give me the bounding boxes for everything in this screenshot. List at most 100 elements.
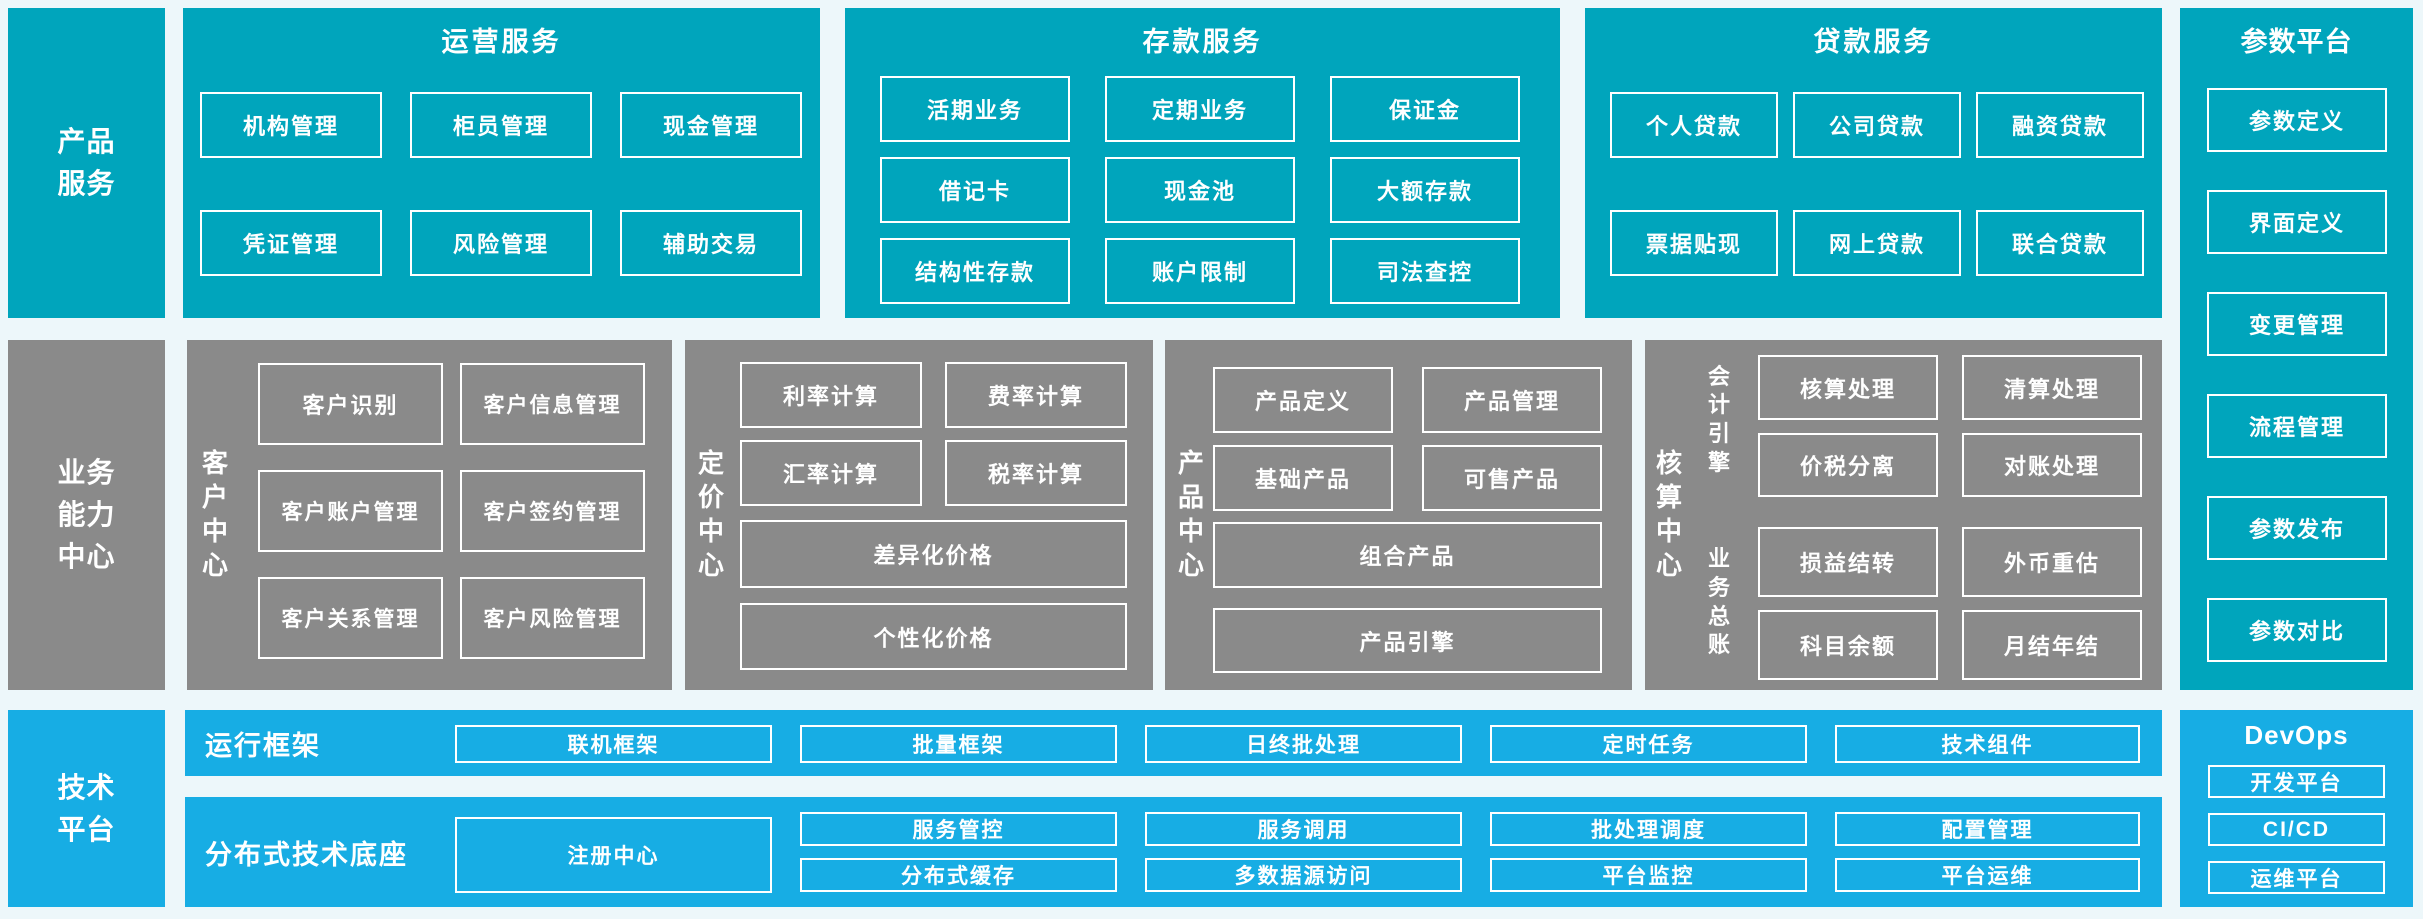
diagram-box: 日终批处理 [1145, 725, 1462, 763]
diagram-box: 客户签约管理 [460, 470, 645, 552]
diagram-box: 网上贷款 [1793, 210, 1961, 276]
diagram-box: 费率计算 [945, 362, 1127, 428]
bar-label: 分布式技术底座 [205, 839, 408, 870]
section-title: 参数平台 [2240, 27, 2353, 57]
diagram-box: 汇率计算 [740, 440, 922, 506]
diagram-box: 联机框架 [455, 725, 772, 763]
diagram-box: 参数发布 [2207, 496, 2387, 560]
diagram-box: 分布式缓存 [800, 858, 1117, 892]
row-label-business-capability-center: 业务 能力 中心 [8, 340, 165, 690]
section-distributed-base: 分布式技术底座 注册中心 服务管控 分布式缓存 服务调用 多数据源访问 批处理调… [185, 797, 2162, 907]
diagram-box: 机构管理 [200, 92, 382, 158]
diagram-box: 税率计算 [945, 440, 1127, 506]
diagram-box: 服务调用 [1145, 812, 1462, 846]
section-vertical-label: 产品中心 [1169, 340, 1213, 690]
section-customer-center: 客户中心 客户识别 客户信息管理 客户账户管理 客户签约管理 客户关系管理 客户… [187, 340, 672, 690]
diagram-box: 大额存款 [1330, 157, 1520, 223]
bar-label: 运行框架 [205, 730, 321, 761]
section-vertical-label-text: 产品中心 [1177, 448, 1204, 580]
diagram-box: 保证金 [1330, 76, 1520, 142]
group-vertical-label-text: 会计引擎 [1707, 363, 1730, 475]
diagram-box: 客户识别 [258, 363, 443, 445]
section-vertical-label: 定价中心 [689, 340, 733, 690]
diagram-box: 损益结转 [1758, 527, 1938, 597]
section-product-center: 产品中心 产品定义 产品管理 基础产品 可售产品 组合产品 产品引擎 [1165, 340, 1632, 690]
diagram-box: 界面定义 [2207, 190, 2387, 254]
row-label-tech-platform-text: 技术 平台 [57, 771, 116, 845]
diagram-box: 基础产品 [1213, 445, 1393, 511]
section-vertical-label-text: 定价中心 [697, 448, 724, 580]
diagram-box: 客户风险管理 [460, 577, 645, 659]
section-title: 存款服务 [1142, 27, 1263, 57]
diagram-box: 客户账户管理 [258, 470, 443, 552]
diagram-box: 产品管理 [1422, 367, 1602, 433]
diagram-box: 柜员管理 [410, 92, 592, 158]
group-vertical-label-accounting-engine: 会计引擎 [1701, 350, 1737, 490]
diagram-box: 流程管理 [2207, 394, 2387, 458]
diagram-box: 价税分离 [1758, 433, 1938, 497]
group-vertical-label-text: 业务总账 [1707, 546, 1730, 658]
diagram-box: 客户关系管理 [258, 577, 443, 659]
diagram-box: 参数对比 [2207, 598, 2387, 662]
section-vertical-label: 客户中心 [193, 340, 237, 690]
section-parameter-platform: 参数平台 参数定义 界面定义 变更管理 流程管理 参数发布 参数对比 [2180, 8, 2413, 690]
diagram-box: 风险管理 [410, 210, 592, 276]
row-label-tech-platform: 技术 平台 [8, 710, 165, 907]
diagram-box: 注册中心 [455, 817, 772, 893]
diagram-box: 现金池 [1105, 157, 1295, 223]
diagram-box: 联合贷款 [1976, 210, 2144, 276]
diagram-box: 活期业务 [880, 76, 1070, 142]
diagram-box: 个人贷款 [1610, 92, 1778, 158]
diagram-box: 核算处理 [1758, 355, 1938, 420]
section-loan-services: 贷款服务 个人贷款 公司贷款 融资贷款 票据贴现 网上贷款 联合贷款 [1585, 8, 2162, 318]
diagram-box: 月结年结 [1962, 610, 2142, 680]
diagram-box: 对账处理 [1962, 433, 2142, 497]
section-devops: DevOps 开发平台 CI/CD 运维平台 [2180, 710, 2413, 907]
diagram-box: 配置管理 [1835, 812, 2140, 846]
diagram-box: 票据贴现 [1610, 210, 1778, 276]
diagram-box: 利率计算 [740, 362, 922, 428]
diagram-box: 运维平台 [2208, 861, 2385, 894]
diagram-box: 平台监控 [1490, 858, 1807, 892]
diagram-box: 产品定义 [1213, 367, 1393, 433]
section-title: DevOps [2244, 720, 2349, 750]
diagram-box: 开发平台 [2208, 765, 2385, 798]
section-vertical-label-text: 客户中心 [201, 448, 228, 580]
diagram-box: 技术组件 [1835, 725, 2140, 763]
diagram-box: 批处理调度 [1490, 812, 1807, 846]
diagram-box: CI/CD [2208, 813, 2385, 846]
diagram-box: 参数定义 [2207, 88, 2387, 152]
diagram-box: 现金管理 [620, 92, 802, 158]
diagram-box: 科目余额 [1758, 610, 1938, 680]
diagram-box: 司法查控 [1330, 238, 1520, 304]
diagram-box: 产品引擎 [1213, 608, 1602, 673]
diagram-box: 可售产品 [1422, 445, 1602, 511]
diagram-box: 清算处理 [1962, 355, 2142, 420]
section-vertical-label: 核算中心 [1647, 340, 1691, 690]
diagram-box: 融资贷款 [1976, 92, 2144, 158]
diagram-box: 定时任务 [1490, 725, 1807, 763]
diagram-box: 组合产品 [1213, 522, 1602, 588]
diagram-box: 定期业务 [1105, 76, 1295, 142]
diagram-box: 外币重估 [1962, 527, 2142, 597]
section-operations-services: 运营服务 机构管理 柜员管理 现金管理 凭证管理 风险管理 辅助交易 [183, 8, 820, 318]
section-runtime-framework: 运行框架 联机框架 批量框架 日终批处理 定时任务 技术组件 [185, 710, 2162, 776]
diagram-box: 账户限制 [1105, 238, 1295, 304]
row-label-product-services-text: 产品 服务 [57, 126, 116, 199]
diagram-box: 公司贷款 [1793, 92, 1961, 158]
diagram-box: 多数据源访问 [1145, 858, 1462, 892]
diagram-box: 批量框架 [800, 725, 1117, 763]
section-pricing-center: 定价中心 利率计算 费率计算 汇率计算 税率计算 差异化价格 个性化价格 [685, 340, 1153, 690]
section-title: 运营服务 [441, 27, 562, 57]
diagram-box: 平台运维 [1835, 858, 2140, 892]
section-deposit-services: 存款服务 活期业务 定期业务 保证金 借记卡 现金池 大额存款 结构性存款 账户… [845, 8, 1560, 318]
diagram-box: 服务管控 [800, 812, 1117, 846]
section-title: 贷款服务 [1813, 27, 1934, 57]
diagram-box: 结构性存款 [880, 238, 1070, 304]
row-label-business-capability-text: 业务 能力 中心 [57, 457, 116, 572]
diagram-box: 凭证管理 [200, 210, 382, 276]
group-vertical-label-business-ledger: 业务总账 [1701, 525, 1737, 680]
section-accounting-center: 核算中心 会计引擎 核算处理 清算处理 价税分离 对账处理 业务总账 损益结转 … [1645, 340, 2162, 690]
diagram-box: 借记卡 [880, 157, 1070, 223]
